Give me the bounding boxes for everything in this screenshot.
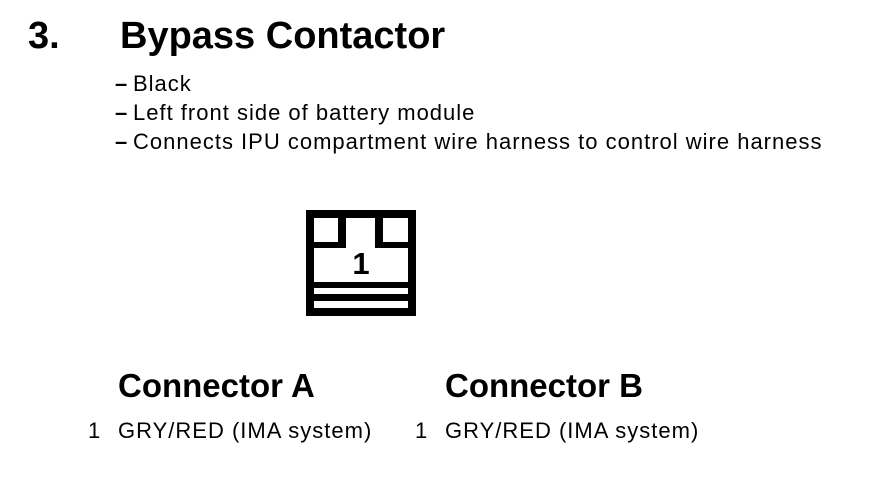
bullet-item: –Black <box>115 69 822 98</box>
terminal-stripe <box>314 282 408 288</box>
pin-wire-color: GRY/RED (IMA system) <box>445 418 700 443</box>
pin-wire-color: GRY/RED (IMA system) <box>118 418 373 443</box>
connector-b-title: Connector B <box>445 367 643 404</box>
pin-number: 1 <box>88 418 102 443</box>
bullet-item: –Connects IPU compartment wire harness t… <box>115 127 822 156</box>
bullet-dash: – <box>115 129 129 154</box>
pin-number: 1 <box>415 418 429 443</box>
page-title: Bypass Contactor <box>120 15 446 57</box>
bullet-list: –Black –Left front side of battery modul… <box>115 69 822 156</box>
diagram-pin-1-label: 1 <box>352 246 370 281</box>
bullet-text: Left front side of battery module <box>133 100 476 125</box>
connector-diagram: 1 <box>306 210 416 316</box>
bullet-dash: – <box>115 100 129 125</box>
connector-b-pin-row: 1 GRY/RED (IMA system) <box>415 418 699 444</box>
bullet-text: Connects IPU compartment wire harness to… <box>133 129 823 154</box>
terminal-stripe <box>314 294 408 301</box>
connector-cavity-right <box>375 218 408 248</box>
bullet-item: –Left front side of battery module <box>115 98 822 127</box>
connector-cavity-left <box>314 218 346 248</box>
bullet-text: Black <box>133 71 192 96</box>
bullet-dash: – <box>115 71 129 96</box>
connector-a-title: Connector A <box>118 367 315 404</box>
section-number: 3. <box>28 15 60 57</box>
connector-a-pin-row: 1 GRY/RED (IMA system) <box>88 418 372 444</box>
